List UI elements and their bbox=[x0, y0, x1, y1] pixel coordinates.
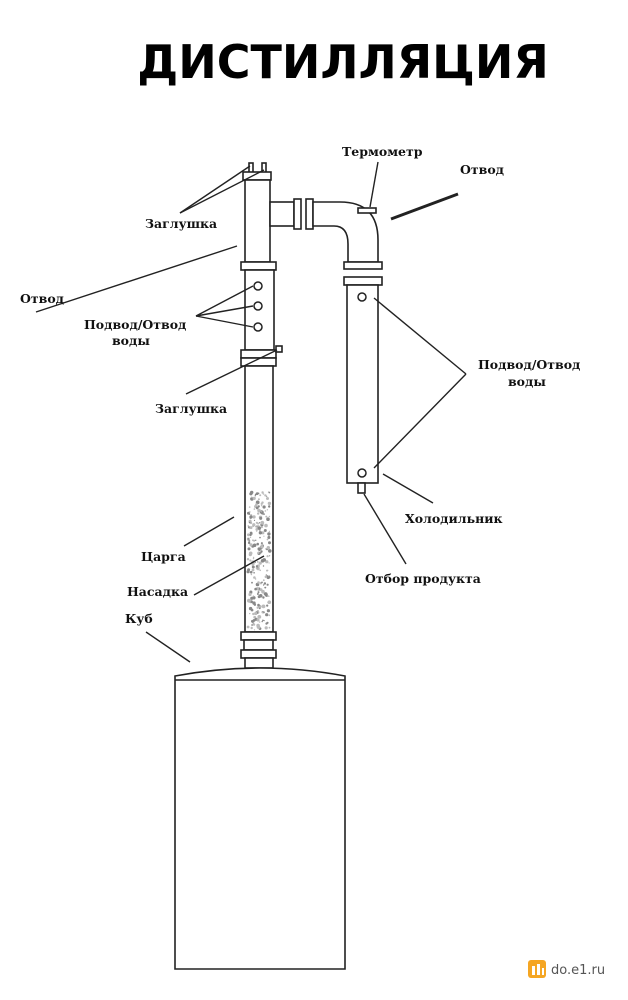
label-termometr: Термометр bbox=[342, 144, 423, 159]
label-podvod-right-2: воды bbox=[508, 374, 546, 389]
elbow-bottom-flange bbox=[343, 261, 383, 270]
condenser-port-top bbox=[357, 292, 367, 302]
e1-logo-icon bbox=[528, 960, 546, 978]
condenser-port-bottom bbox=[357, 468, 367, 478]
elbow-flange bbox=[305, 198, 314, 230]
condenser-top-flange bbox=[343, 276, 383, 286]
boiler-cube bbox=[174, 667, 346, 970]
side-plug bbox=[275, 345, 283, 353]
pointer-lines bbox=[35, 161, 467, 663]
label-otvod-right: Отвод bbox=[460, 162, 504, 177]
label-podvod-right-1: Подвод/Отвод bbox=[478, 357, 580, 372]
label-podvod-left-1: Подвод/Отвод bbox=[84, 317, 186, 332]
water-port-1 bbox=[253, 281, 263, 291]
tee-branch bbox=[269, 201, 295, 227]
condenser-assembly bbox=[305, 198, 383, 494]
otvod-arrow-line bbox=[390, 192, 459, 221]
page-title: ДИСТИЛЛЯЦИЯ bbox=[137, 35, 549, 89]
column-packing bbox=[246, 490, 272, 631]
tee-flange bbox=[293, 198, 302, 230]
flange-4 bbox=[240, 631, 277, 641]
thermometer bbox=[357, 207, 377, 214]
label-nasadka: Насадка bbox=[127, 584, 188, 599]
cube-body bbox=[174, 667, 346, 970]
condenser-body bbox=[346, 284, 379, 484]
distillation-column bbox=[240, 162, 302, 669]
water-port-3 bbox=[253, 322, 263, 332]
label-kub: Куб bbox=[125, 611, 153, 626]
label-otbor: Отбор продукта bbox=[365, 571, 481, 586]
tee-body bbox=[244, 179, 271, 263]
flange-1 bbox=[240, 261, 277, 271]
water-port-2 bbox=[253, 301, 263, 311]
flange-5 bbox=[240, 649, 277, 659]
label-podvod-left-2: воды bbox=[112, 333, 150, 348]
cube-neck bbox=[244, 657, 274, 669]
label-zaglushka-mid: Заглушка bbox=[155, 401, 227, 416]
product-outlet bbox=[357, 482, 366, 494]
column-neck bbox=[243, 639, 274, 651]
watermark: do.e1.ru bbox=[528, 960, 605, 978]
flange-2 bbox=[240, 349, 277, 359]
label-otvod-left: Отвод bbox=[20, 291, 64, 306]
label-kholodilnik: Холодильник bbox=[405, 511, 503, 526]
label-tsarga: Царга bbox=[141, 549, 186, 564]
label-zaglushka-top: Заглушка bbox=[145, 216, 217, 231]
watermark-text: do.e1.ru bbox=[551, 963, 605, 978]
